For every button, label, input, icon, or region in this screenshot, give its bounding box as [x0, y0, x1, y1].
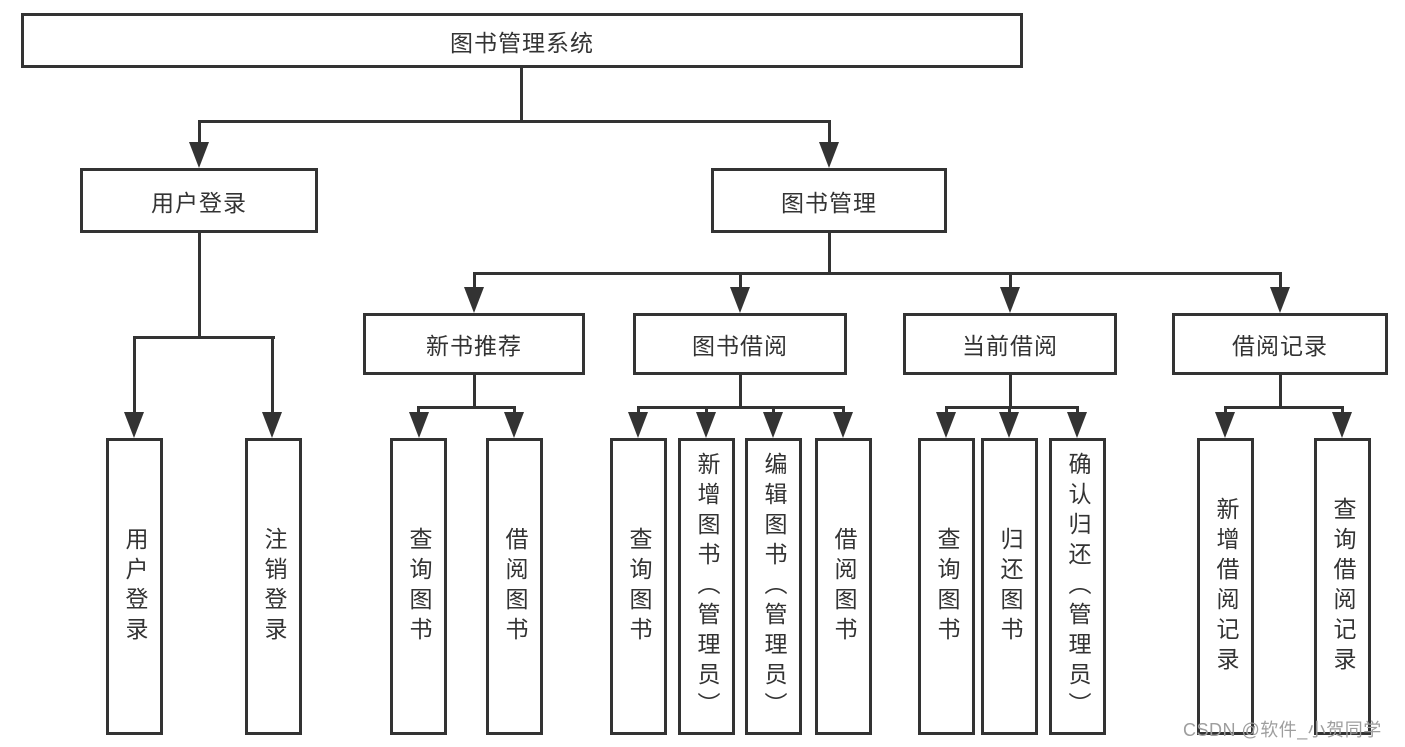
connector-line	[637, 406, 845, 409]
leaf-label: 查询图书	[626, 526, 652, 647]
arrow-down-icon	[819, 142, 839, 168]
node-book-management: 图书管理	[711, 168, 947, 233]
connector-line	[637, 406, 640, 414]
leaf-label: 用户登录	[122, 526, 148, 647]
connector-line	[828, 233, 831, 274]
connector-line	[133, 336, 136, 414]
connector-line	[473, 272, 1282, 275]
leaf-borrow-books-2: 借阅图书	[815, 438, 872, 735]
leaf-label: 查询借阅记录	[1330, 496, 1356, 677]
csdn-watermark: CSDN @软件_小贺同学	[1183, 720, 1382, 740]
arrow-down-icon	[696, 412, 716, 438]
arrow-down-icon	[124, 412, 144, 438]
arrow-down-icon	[628, 412, 648, 438]
arrow-down-icon	[1000, 287, 1020, 313]
leaf-label: 查询图书	[934, 526, 960, 647]
connector-line	[417, 406, 516, 409]
leaf-logout: 注销登录	[245, 438, 302, 735]
connector-line	[520, 68, 523, 120]
leaf-label: 归还图书	[997, 526, 1023, 647]
leaf-query-books-1: 查询图书	[390, 438, 447, 735]
leaf-query-books-2: 查询图书	[610, 438, 667, 735]
connector-line	[1009, 375, 1012, 408]
arrow-down-icon	[1270, 287, 1290, 313]
leaf-label: 借阅图书	[502, 526, 528, 647]
node-borrowing-records: 借阅记录	[1172, 313, 1388, 375]
node-root: 图书管理系统	[21, 13, 1023, 68]
leaf-query-books-3: 查询图书	[918, 438, 975, 735]
connector-line	[513, 406, 516, 414]
leaf-user-login: 用户登录	[106, 438, 163, 735]
connector-line	[945, 406, 948, 414]
leaf-label: 查询图书	[406, 526, 432, 647]
connector-line	[705, 406, 708, 414]
node-user-login: 用户登录	[80, 168, 318, 233]
node-new-book-recommend: 新书推荐	[363, 313, 585, 375]
arrow-down-icon	[936, 412, 956, 438]
connector-line	[842, 406, 845, 414]
connector-line	[1009, 272, 1012, 289]
leaf-return-books: 归还图书	[981, 438, 1038, 735]
node-book-borrowing: 图书借阅	[633, 313, 847, 375]
leaf-label: 借阅图书	[831, 526, 857, 647]
leaf-label: 确认归还（管理员）	[1065, 451, 1091, 722]
connector-line	[1279, 272, 1282, 289]
connector-line	[1224, 406, 1227, 414]
leaf-label: 新增图书（管理员）	[694, 451, 720, 722]
arrow-down-icon	[1332, 412, 1352, 438]
connector-line	[473, 375, 476, 408]
connector-line	[198, 120, 201, 144]
leaf-query-borrow-record: 查询借阅记录	[1314, 438, 1371, 735]
connector-line	[198, 120, 831, 123]
arrow-down-icon	[409, 412, 429, 438]
connector-line	[1076, 406, 1079, 414]
arrow-down-icon	[763, 412, 783, 438]
connector-line	[133, 336, 275, 339]
leaf-add-books-admin: 新增图书（管理员）	[678, 438, 735, 735]
arrow-down-icon	[1215, 412, 1235, 438]
connector-line	[473, 272, 476, 289]
leaf-confirm-return-admin: 确认归还（管理员）	[1049, 438, 1106, 735]
connector-line	[1341, 406, 1344, 414]
connector-line	[417, 406, 420, 414]
connector-line	[1279, 375, 1282, 408]
connector-line	[739, 272, 742, 289]
arrow-down-icon	[730, 287, 750, 313]
connector-line	[772, 406, 775, 414]
connector-line	[945, 406, 1079, 409]
arrow-down-icon	[833, 412, 853, 438]
connector-line	[1008, 406, 1011, 414]
arrow-down-icon	[262, 412, 282, 438]
leaf-borrow-books-1: 借阅图书	[486, 438, 543, 735]
connector-line	[271, 336, 274, 414]
arrow-down-icon	[189, 142, 209, 168]
connector-line	[828, 120, 831, 144]
connector-line	[1224, 406, 1344, 409]
leaf-edit-books-admin: 编辑图书（管理员）	[745, 438, 802, 735]
leaf-label: 注销登录	[261, 526, 287, 647]
arrow-down-icon	[999, 412, 1019, 438]
leaf-label: 编辑图书（管理员）	[761, 451, 787, 722]
node-current-borrowing: 当前借阅	[903, 313, 1117, 375]
connector-line	[198, 233, 201, 338]
connector-line	[739, 375, 742, 408]
arrow-down-icon	[504, 412, 524, 438]
arrow-down-icon	[464, 287, 484, 313]
leaf-label: 新增借阅记录	[1213, 496, 1239, 677]
arrow-down-icon	[1067, 412, 1087, 438]
leaf-add-borrow-record: 新增借阅记录	[1197, 438, 1254, 735]
